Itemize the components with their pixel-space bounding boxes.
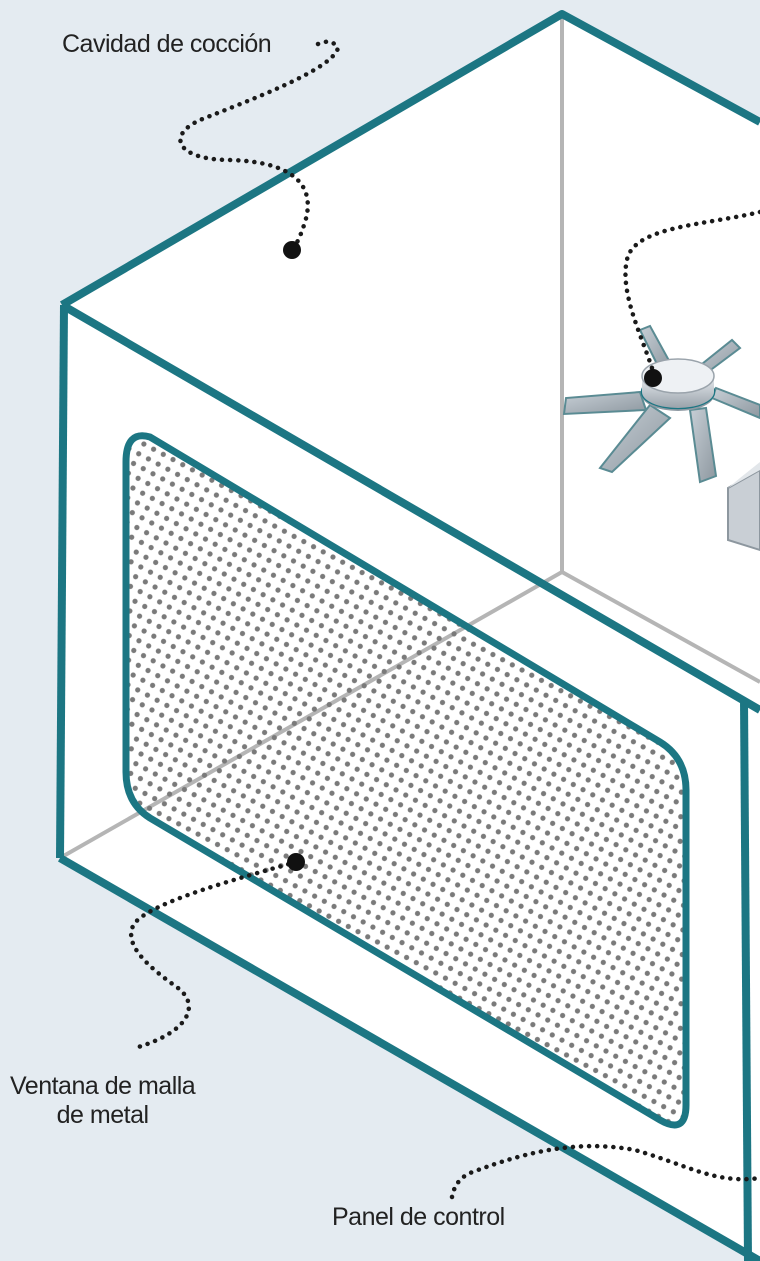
- control-panel-label: Panel de control: [332, 1203, 505, 1232]
- cooking-cavity-label: Cavidad de cocción: [62, 30, 271, 59]
- mesh-window-label-line2: de metal: [10, 1101, 195, 1130]
- mesh-window-label: Ventana de malla de metal: [10, 1072, 195, 1130]
- mesh-window-label-line1: Ventana de malla: [10, 1072, 195, 1101]
